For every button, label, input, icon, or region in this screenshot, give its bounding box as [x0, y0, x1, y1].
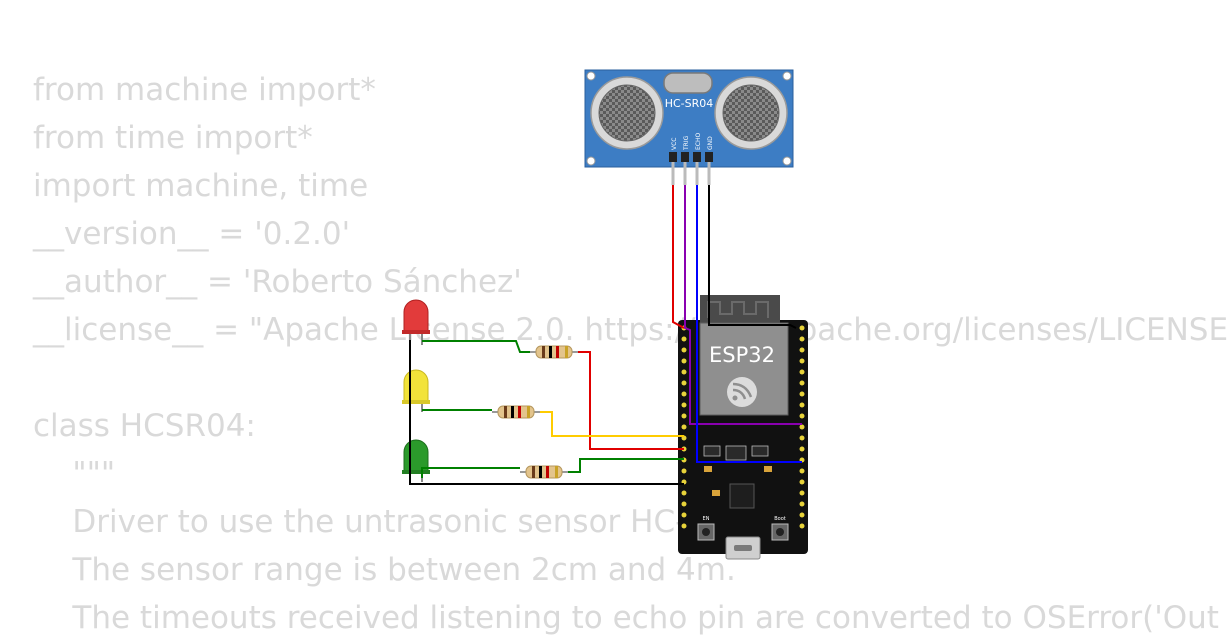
red-led[interactable]: [402, 299, 430, 345]
resistor: [520, 465, 568, 479]
sensor-pin-vcc-label: VCC: [671, 138, 678, 150]
code-line: """: [33, 456, 116, 492]
resistor: [492, 405, 540, 419]
transducer-right: [714, 76, 788, 150]
en-button[interactable]: [697, 523, 715, 541]
boot-label: Boot: [774, 516, 786, 522]
en-label: EN: [703, 516, 710, 522]
code-line: __author__ = 'Roberto Sánchez': [33, 264, 522, 300]
wires: [409, 162, 802, 485]
ultrasonic-sensor[interactable]: HC-SR04 VCC TRIG ECHO GND: [584, 69, 794, 168]
board-components: [703, 445, 772, 509]
code-line: class HCSR04:: [33, 408, 256, 444]
esp32-board[interactable]: ESP32: [678, 295, 808, 560]
esp32-label: ESP32: [709, 343, 775, 367]
espressif-logo-icon: [727, 377, 757, 407]
transducer-left: [590, 76, 664, 150]
code-line: __version__ = '0.2.0': [33, 216, 351, 252]
green-led[interactable]: [402, 439, 430, 482]
right-header-pins: [799, 325, 805, 529]
code-line: from machine import*: [33, 72, 376, 108]
sensor-pin-echo-label: ECHO: [695, 133, 702, 150]
code-line: from time import*: [33, 120, 313, 156]
code-line: The timeouts received listening to echo …: [33, 600, 1219, 636]
resistor: [530, 345, 578, 359]
sensor-pin-trig-label: TRIG: [683, 135, 690, 151]
sensor-label: HC-SR04: [665, 97, 714, 110]
yellow-led[interactable]: [402, 369, 430, 412]
sensor-pin-gnd-label: GND: [707, 136, 714, 150]
boot-button[interactable]: [771, 523, 789, 541]
circuit-diagram: HC-SR04 VCC TRIG ECHO GND ESP32: [402, 69, 808, 560]
usb-port: [725, 536, 761, 560]
code-line: import machine, time: [33, 168, 369, 204]
